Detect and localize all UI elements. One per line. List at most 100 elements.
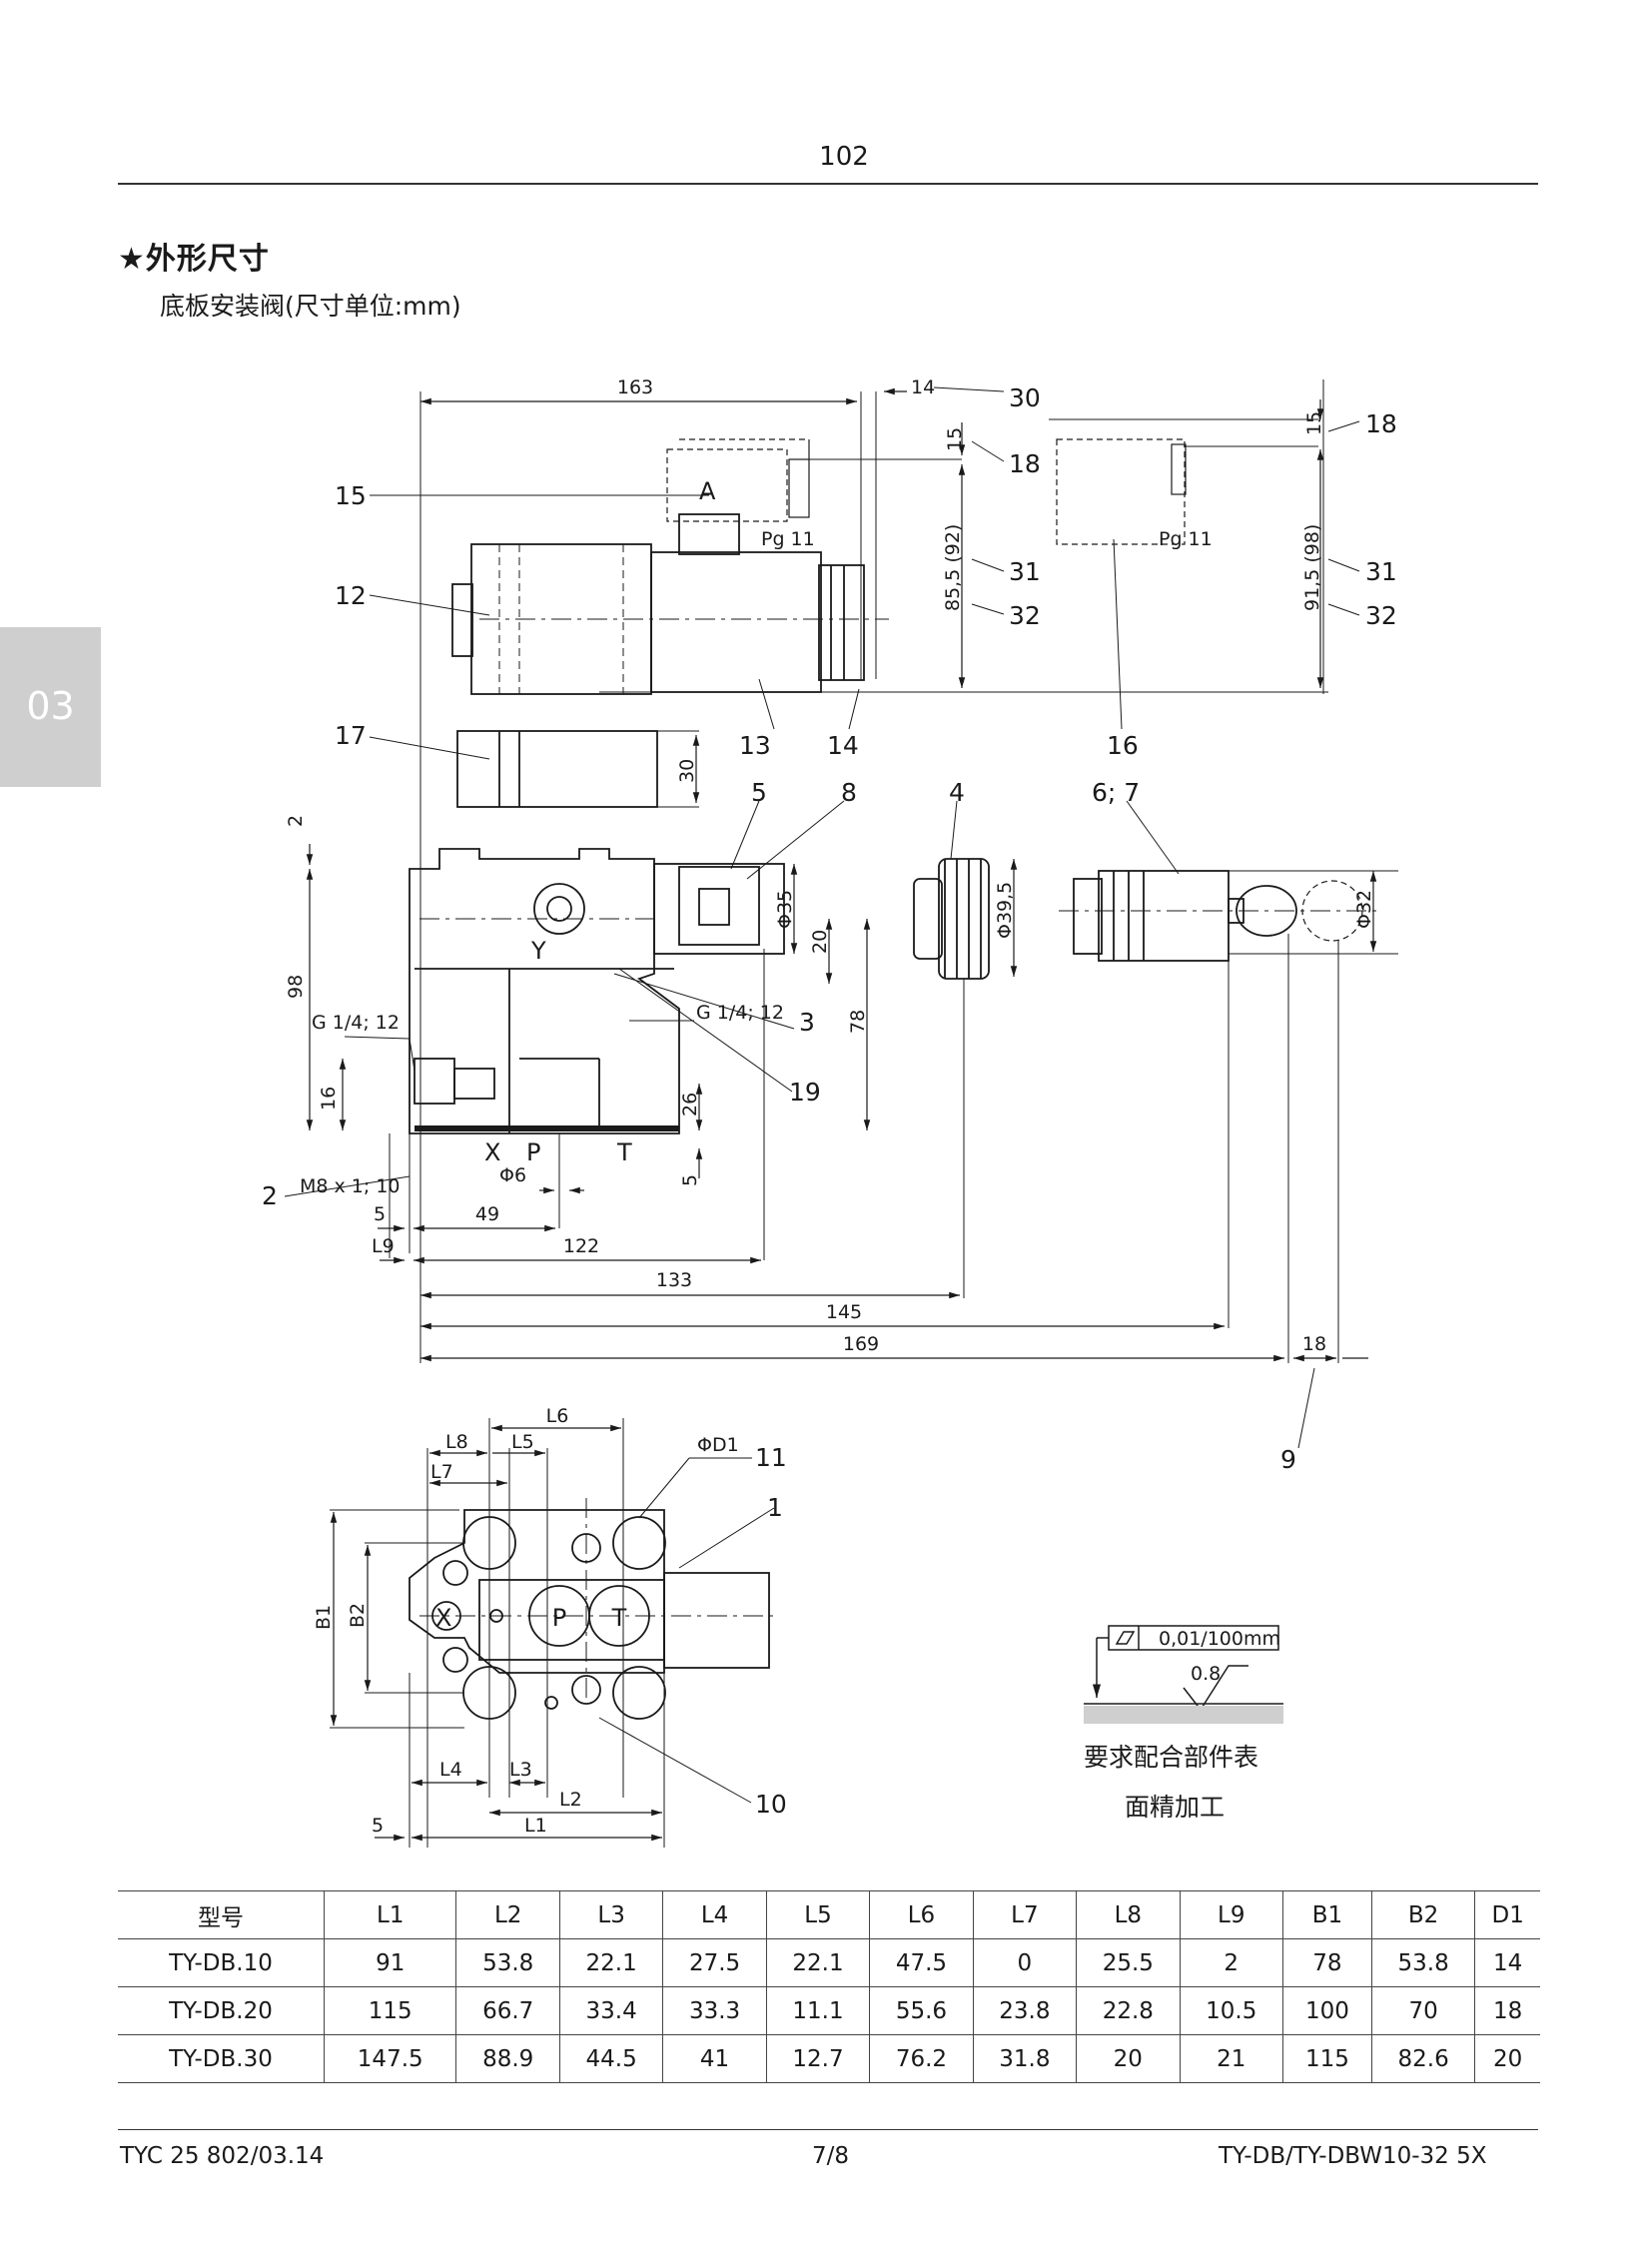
table-cell: 11.1 bbox=[765, 1986, 871, 2035]
footer-rule bbox=[118, 2129, 1538, 2130]
table-cell: 115 bbox=[324, 1986, 457, 2035]
callout-3: 3 bbox=[799, 1008, 815, 1037]
dim-85-5: 85,5 (92) bbox=[942, 524, 964, 611]
chapter-tab-label: 03 bbox=[26, 684, 75, 728]
mounting-face-view bbox=[330, 1418, 779, 1848]
dim-5a: 5 bbox=[679, 1174, 701, 1186]
table-cell: 27.5 bbox=[662, 1938, 767, 1987]
section-title: ★外形尺寸 bbox=[118, 242, 270, 277]
table-header: L4 bbox=[662, 1890, 767, 1939]
leader-lines-top bbox=[284, 386, 1360, 1449]
callout-5: 5 bbox=[751, 778, 767, 807]
table-header: L5 bbox=[765, 1890, 871, 1939]
table-cell: 53.8 bbox=[1370, 1938, 1476, 1987]
table-cell: 20 bbox=[1076, 2034, 1181, 2083]
dim-b2: B2 bbox=[347, 1603, 369, 1628]
table-cell: 78 bbox=[1281, 1938, 1372, 1987]
surface-note-line1: 要求配合部件表 bbox=[1084, 1743, 1259, 1772]
dimension-lines-bottom bbox=[330, 1424, 662, 1842]
table-cell: TY-DB.30 bbox=[118, 2034, 326, 2083]
dim-l8: L8 bbox=[445, 1431, 468, 1453]
callout-17: 17 bbox=[335, 721, 367, 750]
callout-14: 14 bbox=[827, 731, 859, 760]
table-header: L2 bbox=[455, 1890, 560, 1939]
port-x: X bbox=[435, 1604, 451, 1632]
dim-l5: L5 bbox=[511, 1431, 534, 1453]
label-pg11-a: Pg 11 bbox=[761, 528, 815, 550]
roughness-value: 0.8 bbox=[1191, 1663, 1221, 1685]
table-cell: 18 bbox=[1474, 1986, 1540, 2035]
table-cell: 33.4 bbox=[558, 1986, 664, 2035]
table-cell: 66.7 bbox=[455, 1986, 560, 2035]
callout-12: 12 bbox=[335, 581, 367, 610]
callout-30: 30 bbox=[1009, 383, 1041, 412]
surface-finish-symbol bbox=[1084, 1625, 1283, 1724]
dim-78: 78 bbox=[847, 1010, 869, 1034]
port-t: T bbox=[611, 1604, 627, 1632]
dim-15b: 15 bbox=[1303, 411, 1325, 435]
table-cell: 76.2 bbox=[869, 2034, 974, 2083]
callout-1: 1 bbox=[767, 1493, 783, 1522]
label-pg11-b: Pg 11 bbox=[1159, 528, 1213, 550]
dim-163: 163 bbox=[617, 376, 653, 398]
dim-26: 26 bbox=[679, 1093, 701, 1117]
table-header: D1 bbox=[1474, 1890, 1540, 1939]
table-cell: 23.8 bbox=[972, 1986, 1078, 2035]
table-cell: 21 bbox=[1179, 2034, 1283, 2083]
table-cell: 44.5 bbox=[558, 2034, 664, 2083]
dim-l1: L1 bbox=[524, 1815, 547, 1837]
callout-16: 16 bbox=[1107, 731, 1139, 760]
dim-l6: L6 bbox=[546, 1405, 569, 1427]
table-cell: TY-DB.10 bbox=[118, 1938, 326, 1987]
dim-l4: L4 bbox=[439, 1759, 462, 1781]
callout-6-7: 6; 7 bbox=[1092, 778, 1140, 807]
callout-9: 9 bbox=[1280, 1445, 1296, 1474]
callout-32b: 32 bbox=[1365, 601, 1397, 630]
dim-phi32: Φ32 bbox=[1353, 890, 1375, 929]
table-cell: 2 bbox=[1179, 1938, 1283, 1987]
dim-30: 30 bbox=[676, 759, 698, 783]
header-rule bbox=[118, 183, 1538, 185]
table-header: L1 bbox=[324, 1890, 457, 1939]
table-cell: 100 bbox=[1281, 1986, 1372, 2035]
table-header: 型号 bbox=[118, 1890, 326, 1939]
table-cell: 41 bbox=[662, 2034, 767, 2083]
table-cell: 22.8 bbox=[1076, 1986, 1181, 2035]
dim-phi35: Φ35 bbox=[774, 890, 796, 929]
port-p: P bbox=[552, 1604, 566, 1632]
dim-14: 14 bbox=[911, 376, 935, 398]
flatness-value: 0,01/100mm bbox=[1159, 1628, 1280, 1650]
table-cell: 22.1 bbox=[558, 1938, 664, 1987]
callout-31a: 31 bbox=[1009, 557, 1041, 586]
table-header: L8 bbox=[1076, 1890, 1181, 1939]
table-header: B1 bbox=[1281, 1890, 1372, 1939]
page-number: 102 bbox=[819, 142, 869, 172]
dim-18: 18 bbox=[1302, 1333, 1326, 1355]
table-header: L7 bbox=[972, 1890, 1078, 1939]
callout-31b: 31 bbox=[1365, 557, 1397, 586]
table-cell: 47.5 bbox=[869, 1938, 974, 1987]
section-subtitle: 底板安装阀(尺寸单位:mm) bbox=[160, 292, 461, 321]
table-row: TY-DB.10 91 53.8 22.1 27.5 22.1 47.5 0 2… bbox=[118, 1938, 1540, 1987]
label-g14-right: G 1/4; 12 bbox=[696, 1002, 784, 1024]
valve-side-view bbox=[389, 379, 1398, 1363]
dim-169: 169 bbox=[843, 1333, 879, 1355]
callout-13: 13 bbox=[739, 731, 771, 760]
technical-drawing: 163 14 15 15 85,5 (92) 91,5 (98) 30 Φ35 … bbox=[262, 376, 1398, 1848]
dim-20: 20 bbox=[809, 930, 831, 954]
dim-98: 98 bbox=[285, 975, 307, 999]
dim-49: 49 bbox=[475, 1203, 499, 1225]
dim-l2: L2 bbox=[559, 1789, 582, 1811]
dimension-lines-top bbox=[306, 387, 1377, 1362]
table-cell: 70 bbox=[1370, 1986, 1476, 2035]
table-cell: 25.5 bbox=[1076, 1938, 1181, 1987]
chapter-tab: 03 bbox=[0, 627, 101, 787]
dim-91-5: 91,5 (98) bbox=[1301, 524, 1323, 611]
footer-page-count: 7/8 bbox=[812, 2143, 850, 2169]
label-t: T bbox=[616, 1138, 632, 1166]
table-cell: 10.5 bbox=[1179, 1986, 1283, 2035]
dim-b1: B1 bbox=[313, 1605, 335, 1630]
label-m8: M8 x 1; 10 bbox=[300, 1175, 401, 1197]
table-cell: 31.8 bbox=[972, 2034, 1078, 2083]
label-y: Y bbox=[530, 937, 546, 965]
